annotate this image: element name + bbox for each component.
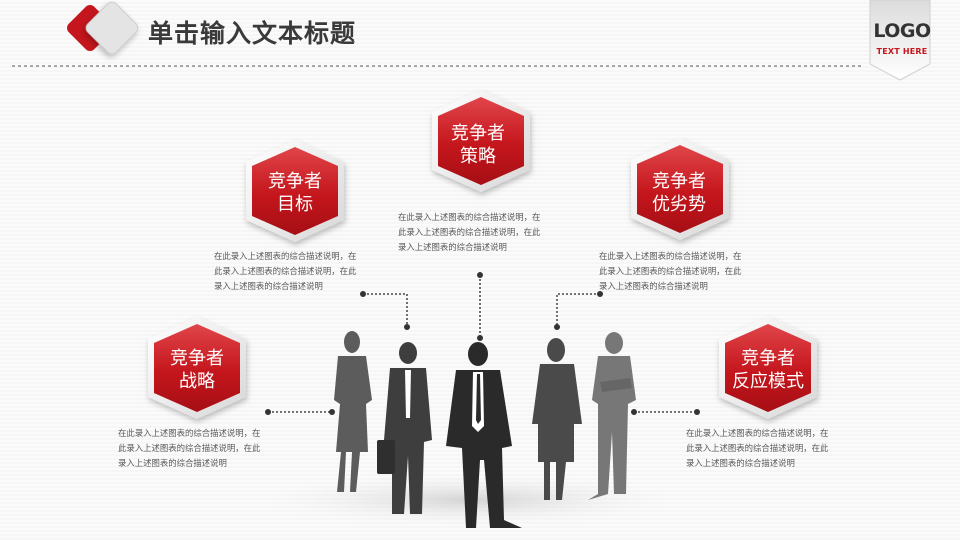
person-man-arms-crossed bbox=[588, 332, 636, 500]
hexagon-goal bbox=[246, 140, 344, 242]
description-swot: 在此录入上述图表的综合描述说明，在 此录入上述图表的综合描述说明，在此 录入上述… bbox=[599, 249, 771, 294]
hex-label-goal: 竞争者 目标 bbox=[245, 170, 345, 216]
person-man-briefcase bbox=[377, 342, 432, 514]
description-policy: 在此录入上述图表的综合描述说明，在 此录入上述图表的综合描述说明，在此 录入上述… bbox=[398, 210, 570, 255]
connector-dots bbox=[265, 272, 700, 415]
logo-tab bbox=[869, 0, 931, 81]
hex-label-line2: 战略 bbox=[179, 371, 215, 392]
hexagon-response bbox=[719, 317, 817, 419]
logo: LOGO bbox=[873, 20, 931, 42]
description-line: 此录入上述图表的综合描述说明，在此 bbox=[599, 266, 742, 276]
description-line: 录入上述图表的综合描述说明 bbox=[398, 242, 507, 252]
description-line: 录入上述图表的综合描述说明 bbox=[599, 281, 708, 291]
hex-label-line1: 竞争者 bbox=[652, 171, 706, 192]
hex-label-policy: 竞争者 策略 bbox=[428, 122, 528, 168]
description-line: 此录入上述图表的综合描述说明，在此 bbox=[398, 227, 541, 237]
business-people-silhouettes bbox=[334, 331, 636, 528]
description-goal: 在此录入上述图表的综合描述说明，在 此录入上述图表的综合描述说明，在此 录入上述… bbox=[214, 249, 386, 294]
person-woman-right bbox=[532, 338, 582, 500]
description-strategy-left: 在此录入上述图表的综合描述说明，在 此录入上述图表的综合描述说明，在此 录入上述… bbox=[118, 426, 290, 471]
hexagon-strategy-left bbox=[148, 317, 246, 419]
description-line: 在此录入上述图表的综合描述说明，在 bbox=[398, 212, 541, 222]
description-line: 此录入上述图表的综合描述说明，在此 bbox=[214, 266, 357, 276]
description-response: 在此录入上述图表的综合描述说明，在 此录入上述图表的综合描述说明，在此 录入上述… bbox=[686, 426, 858, 471]
hex-label-line2: 策略 bbox=[460, 146, 496, 167]
hex-label-line1: 竞争者 bbox=[170, 348, 224, 369]
person-man-center bbox=[446, 342, 522, 528]
hex-label-swot: 竞争者 优劣势 bbox=[629, 170, 729, 216]
hex-label-line2: 优劣势 bbox=[652, 194, 706, 215]
hexagon-policy bbox=[432, 90, 530, 192]
description-line: 在此录入上述图表的综合描述说明，在 bbox=[118, 428, 261, 438]
description-line: 在此录入上述图表的综合描述说明，在 bbox=[686, 428, 829, 438]
hex-label-line1: 竞争者 bbox=[741, 348, 795, 369]
description-line: 此录入上述图表的综合描述说明，在此 bbox=[118, 443, 261, 453]
description-line: 录入上述图表的综合描述说明 bbox=[214, 281, 323, 291]
hex-label-strategy-left: 竞争者 战略 bbox=[147, 347, 247, 393]
description-line: 录入上述图表的综合描述说明 bbox=[118, 458, 227, 468]
person-woman-left bbox=[334, 331, 372, 492]
description-line: 在此录入上述图表的综合描述说明，在 bbox=[214, 251, 357, 261]
connectors bbox=[268, 275, 697, 413]
hex-label-line1: 竞争者 bbox=[268, 171, 322, 192]
description-line: 在此录入上述图表的综合描述说明，在 bbox=[599, 251, 742, 261]
hexagon-swot bbox=[631, 138, 729, 240]
hex-label-line1: 竞争者 bbox=[451, 123, 505, 144]
description-line: 录入上述图表的综合描述说明 bbox=[686, 458, 795, 468]
hex-label-response: 竞争者 反应模式 bbox=[716, 347, 820, 393]
page-title: 单击输入文本标题 bbox=[148, 19, 357, 48]
hex-label-line2: 反应模式 bbox=[732, 371, 804, 392]
hex-label-line2: 目标 bbox=[277, 194, 313, 215]
header-emblem-icon bbox=[67, 1, 139, 55]
logo-subtitle: TEXT HERE bbox=[876, 47, 928, 56]
description-line: 此录入上述图表的综合描述说明，在此 bbox=[686, 443, 829, 453]
